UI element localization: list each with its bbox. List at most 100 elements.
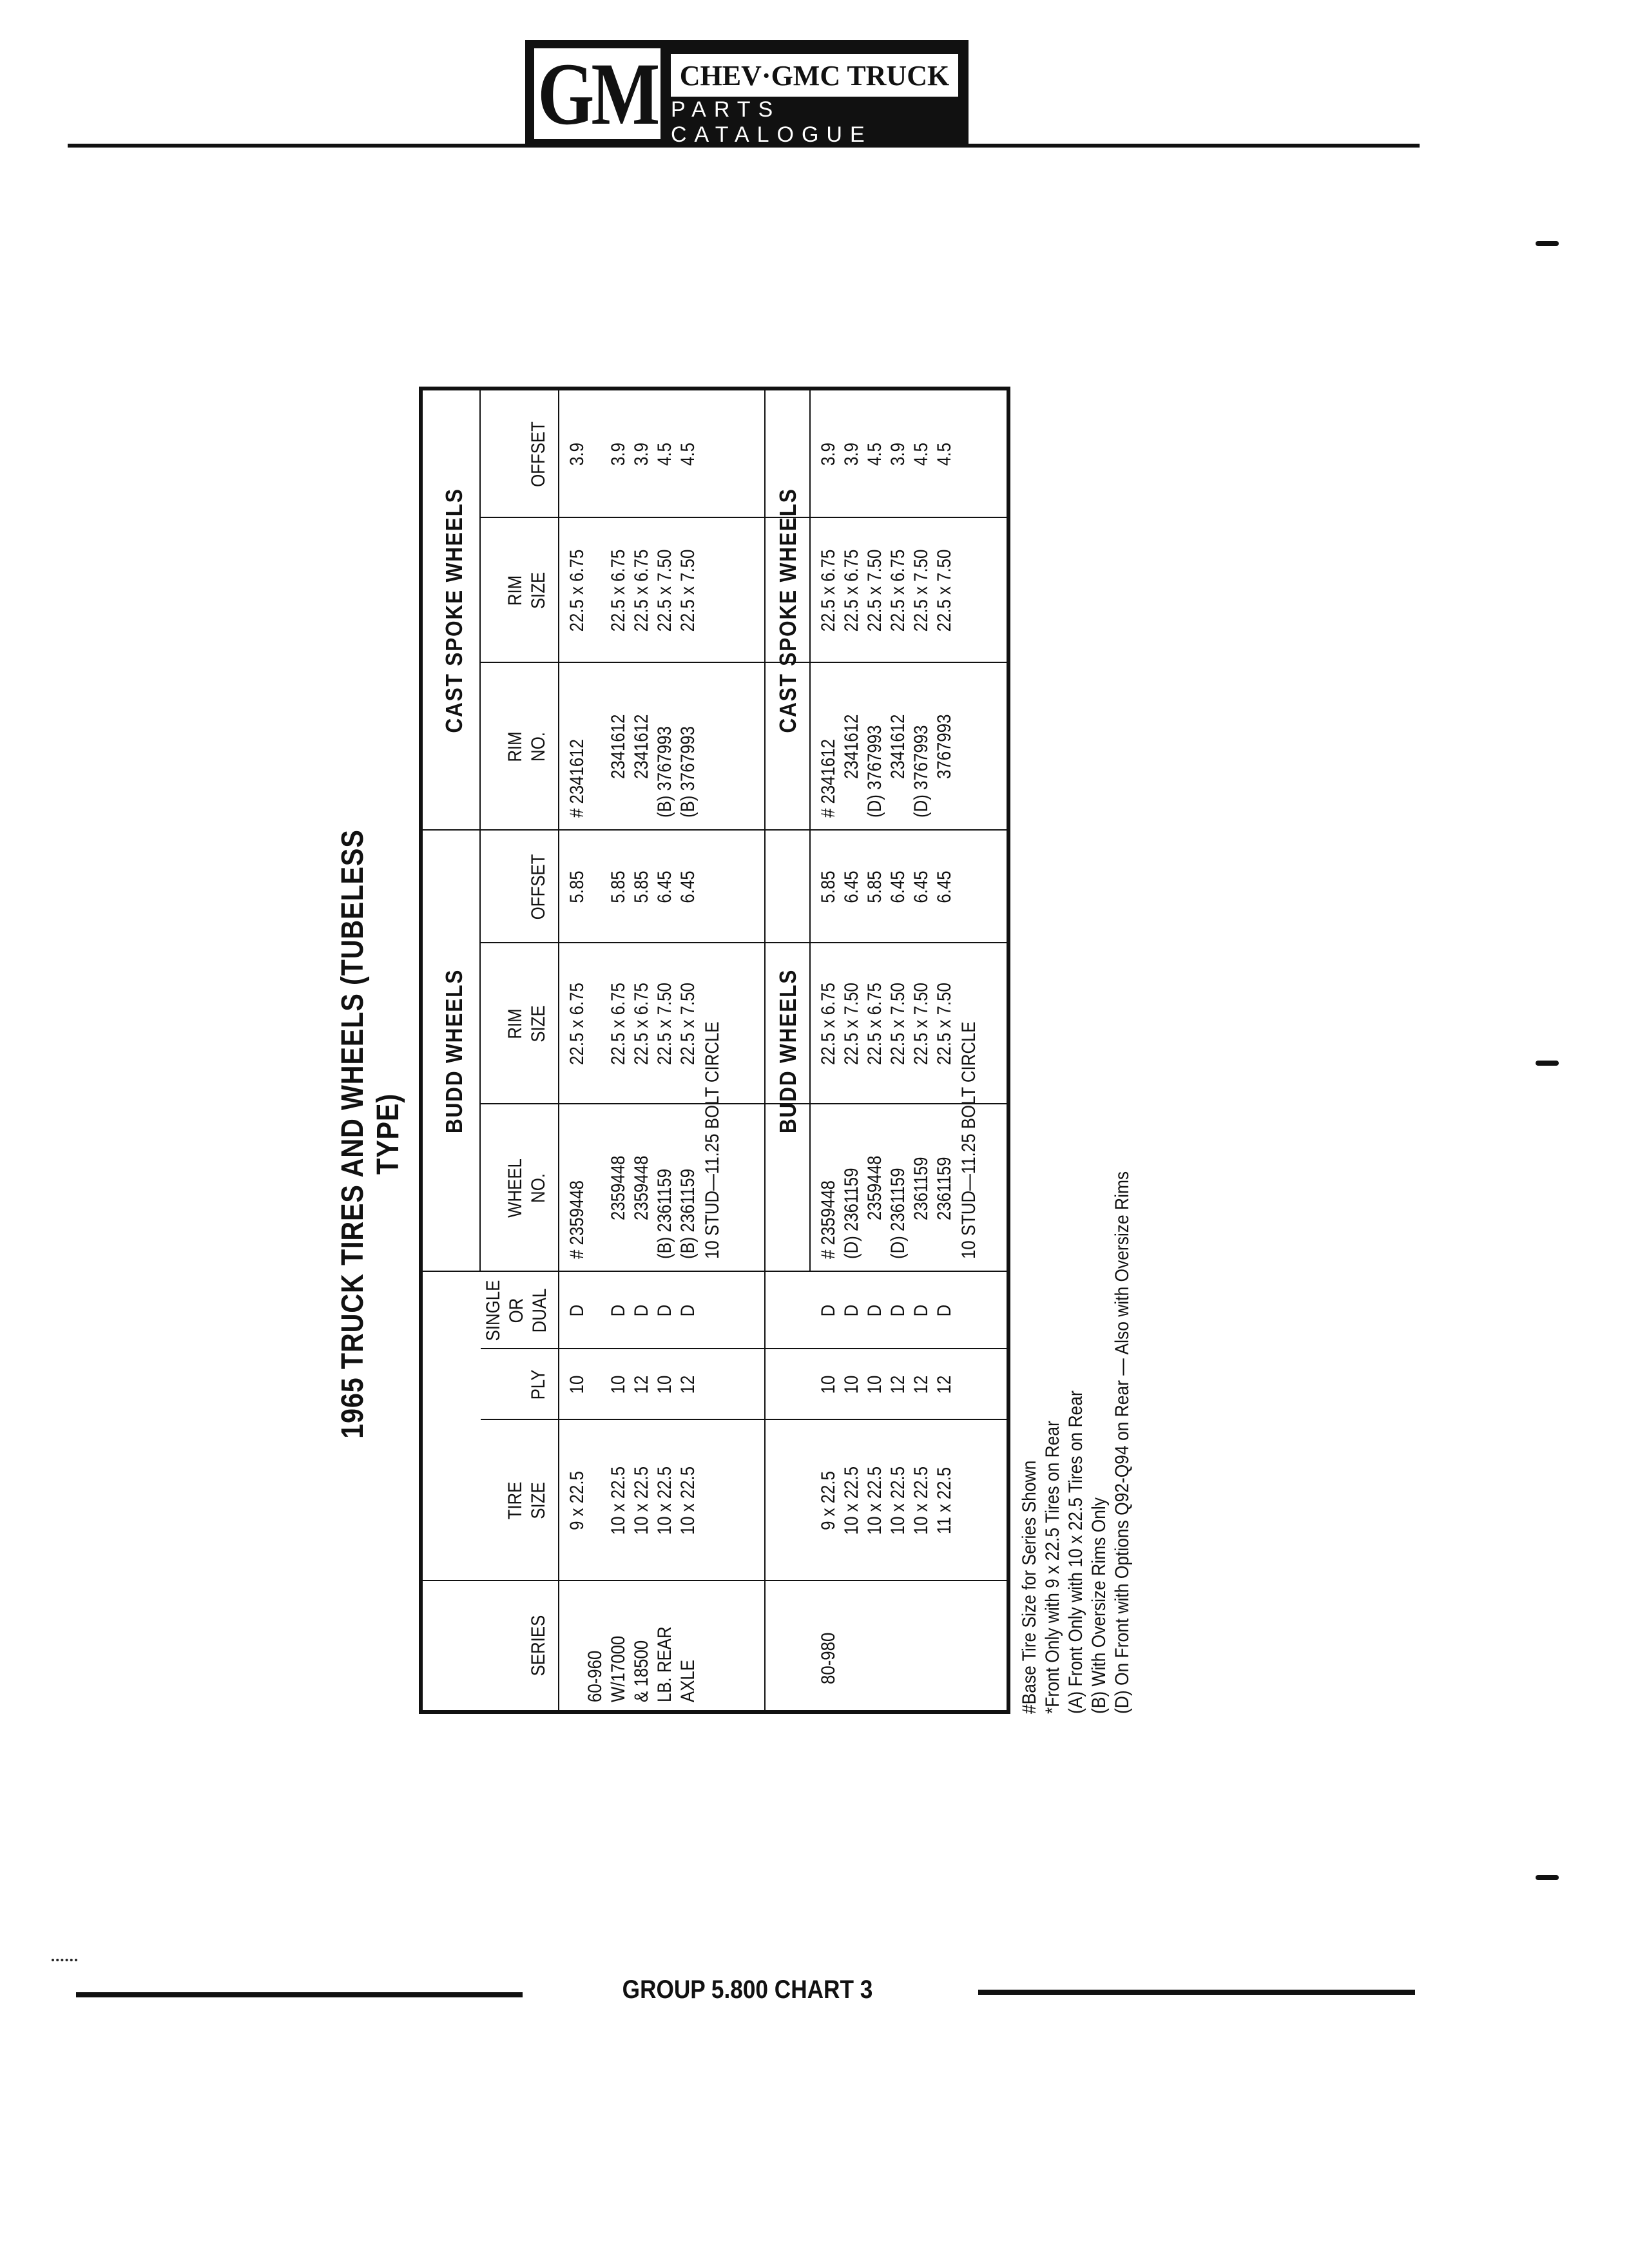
- footer-rule-left: [76, 1992, 523, 1997]
- col-rim-no: RIM NO.: [505, 731, 549, 762]
- col-cast-offset: OFFSET: [528, 421, 549, 487]
- table-cell: D: [654, 1304, 675, 1317]
- col-divider: [481, 662, 1007, 663]
- table-cell: 3.9: [566, 443, 588, 466]
- gm-logo-block: GM CHEV·GMC TRUCK PARTS CATALOGUE: [525, 40, 969, 148]
- table-cell: 22.5 x 6.75: [864, 983, 885, 1065]
- cast-spoke-header: CAST SPOKE WHEELS: [441, 488, 467, 733]
- table-cell: 22.5 x 6.75: [608, 549, 629, 632]
- section-rule: [809, 390, 811, 1272]
- table-cell: 22.5 x 6.75: [841, 549, 862, 632]
- col-series: SERIES: [528, 1615, 549, 1677]
- table-cell: 12: [887, 1375, 909, 1394]
- section1-series: 60-960 W/17000 & 18500 LB. REAR AXLE: [584, 1626, 699, 1702]
- table-cell: 10 x 22.5: [864, 1466, 885, 1535]
- chart-title: 1965 TRUCK TIRES AND WHEELS (TUBELESS TY…: [336, 829, 405, 1439]
- table-cell: 22.5 x 7.50: [677, 549, 699, 632]
- table-cell: (B) 2361159: [677, 1168, 699, 1259]
- table-cell: 22.5 x 7.50: [864, 549, 885, 632]
- table-cell: 2341612: [841, 714, 862, 779]
- footnote: (B) With Oversize Rims Only: [1088, 1497, 1110, 1714]
- footnotes: #Base Tire Size for Series Shown *Front …: [1018, 693, 1134, 1714]
- table-cell: 10: [841, 1375, 862, 1394]
- table-cell: 22.5 x 6.75: [631, 983, 652, 1065]
- table-cell: D: [608, 1304, 629, 1317]
- cast-spoke-header: CAST SPOKE WHEELS: [775, 488, 801, 733]
- section-rule: [764, 390, 766, 1710]
- table-cell: 5.85: [608, 870, 629, 903]
- table-cell: 5.85: [818, 870, 839, 903]
- table-cell: 5.85: [631, 870, 652, 903]
- brand-subtitle: PARTS CATALOGUE: [671, 97, 872, 147]
- table-cell: (B) 2361159: [654, 1168, 675, 1259]
- table-cell: # 2359448: [818, 1180, 839, 1259]
- table-cell: 3.9: [887, 443, 909, 466]
- table-cell: 6.45: [677, 870, 699, 903]
- table-cell: 2341612: [608, 714, 629, 779]
- col-budd-rim-size: RIM SIZE: [505, 1005, 549, 1043]
- table-cell: 22.5 x 7.50: [934, 983, 955, 1065]
- table-cell: (B) 3767993: [654, 726, 675, 818]
- table-cell: 4.5: [654, 443, 675, 466]
- table-cell: 10 x 22.5: [654, 1466, 675, 1535]
- table-cell: 2361159: [911, 1157, 932, 1220]
- header-rule: [68, 144, 1420, 148]
- bolt-circle-note: 10 STUD—11.25 BOLT CIRCLE: [958, 1021, 979, 1259]
- table-cell: 9 x 22.5: [566, 1471, 588, 1530]
- rotated-chart: 1965 TRUCK TIRES AND WHEELS (TUBELESS TY…: [316, 348, 1244, 1753]
- table-cell: # 2359448: [566, 1180, 588, 1259]
- table-cell: (D) 2361159: [841, 1168, 862, 1259]
- table-cell: D: [566, 1304, 588, 1317]
- col-divider: [423, 829, 1007, 831]
- table-cell: 22.5 x 7.50: [934, 549, 955, 632]
- margin-tick: [1536, 1061, 1559, 1066]
- col-divider: [481, 1419, 1007, 1420]
- table-cell: 12: [677, 1375, 699, 1394]
- table-cell: 10: [818, 1375, 839, 1394]
- table-cell: 6.45: [654, 870, 675, 903]
- budd-wheels-header: BUDD WHEELS: [441, 968, 467, 1134]
- table-cell: 6.45: [841, 870, 862, 903]
- col-divider: [481, 1103, 1007, 1104]
- gm-logo: GM: [534, 48, 660, 139]
- table-cell: 10: [864, 1375, 885, 1394]
- table-cell: D: [887, 1304, 909, 1317]
- brand-title: CHEV·GMC TRUCK: [671, 54, 958, 97]
- table-cell: D: [864, 1304, 885, 1317]
- table-cell: 10 x 22.5: [608, 1466, 629, 1535]
- table-cell: 5.85: [864, 870, 885, 903]
- footnote: *Front Only with 9 x 22.5 Tires on Rear: [1042, 1421, 1063, 1714]
- footnote: #Base Tire Size for Series Shown: [1019, 1460, 1040, 1714]
- table-cell: 9 x 22.5: [818, 1471, 839, 1530]
- table-cell: 22.5 x 6.75: [631, 549, 652, 632]
- table-cell: 22.5 x 7.50: [677, 983, 699, 1065]
- table-cell: D: [934, 1304, 955, 1317]
- col-tire-size: TIRE SIZE: [505, 1481, 549, 1520]
- table-cell: 10 x 22.5: [887, 1466, 909, 1535]
- table-cell: 2359448: [608, 1155, 629, 1220]
- header-row-rule: [558, 390, 559, 1710]
- table-cell: 2359448: [631, 1155, 652, 1220]
- table-cell: 22.5 x 6.75: [608, 983, 629, 1065]
- table-cell: 22.5 x 6.75: [818, 983, 839, 1065]
- table-cell: 22.5 x 7.50: [911, 549, 932, 632]
- col-budd-offset: OFFSET: [528, 854, 549, 920]
- col-wheel-no: WHEEL NO.: [505, 1158, 549, 1218]
- table-cell: (B) 3767993: [677, 726, 699, 818]
- footer-label: GROUP 5.800 CHART 3: [622, 1975, 873, 2004]
- table-cell: 22.5 x 7.50: [654, 549, 675, 632]
- table-cell: 12: [911, 1375, 932, 1394]
- table-cell: (D) 3767993: [864, 725, 885, 818]
- table-cell: 3767993: [934, 714, 955, 779]
- table-cell: 22.5 x 7.50: [654, 983, 675, 1065]
- table-cell: 22.5 x 6.75: [566, 983, 588, 1065]
- budd-wheels-header: BUDD WHEELS: [775, 968, 801, 1134]
- table-cell: (D) 2361159: [887, 1168, 909, 1259]
- table-cell: 6.45: [887, 870, 909, 903]
- table-cell: 6.45: [934, 870, 955, 903]
- col-divider: [481, 1348, 1007, 1349]
- footnote: (A) Front Only with 10 x 22.5 Tires on R…: [1065, 1390, 1086, 1714]
- table-cell: 5.85: [566, 870, 588, 903]
- table-cell: (D) 3767993: [911, 725, 932, 818]
- margin-dots: [52, 1959, 77, 1965]
